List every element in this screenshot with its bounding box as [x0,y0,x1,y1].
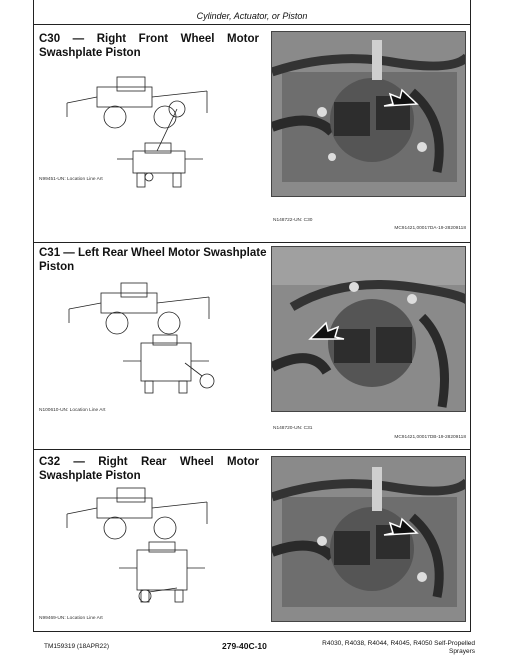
photo-c30 [271,31,466,197]
art-caption: N99469-UN: Location Line Art [39,616,103,621]
page-frame [33,0,471,632]
section-title: C30 — Right Front Wheel Motor Swashplate… [39,33,259,59]
photo-c31 [271,246,466,412]
sprayer-line-art [57,484,227,604]
photo-caption: N148720-UN: C31 [273,426,313,431]
sprayer-line-art [57,73,227,193]
art-caption: N99451-UN: Location Line Art [39,177,103,182]
section-c30: C30 — Right Front Wheel Motor Swashplate… [33,25,471,243]
art-caption: N100610-UN: Location Line Art [39,408,106,413]
section-c32: C32 — Right Rear Wheel Motor Swashplate … [33,450,471,632]
photo-c32 [271,456,466,622]
footer-models: R4030, R4038, R4044, R4045, R4050 Self-P… [322,640,475,647]
section-title: C31 — Left Rear Wheel Motor Swashplate P… [39,247,267,273]
footer-page-number: 279-40C-10 [222,641,267,651]
sprayer-line-art [57,281,227,401]
footer-product: R4030, R4038, R4044, R4045, R4050 Self-P… [317,640,475,656]
section-c31: C31 — Left Rear Wheel Motor Swashplate P… [33,243,471,450]
footer-doc-number: TM159319 (18APR22) [44,643,110,650]
page-header: Cylinder, Actuator, or Piston [33,8,471,25]
doc-id: MC91421,00017DB-19-28209118 [394,435,466,440]
doc-id: MC91421,00017DA-19-28209118 [394,226,466,231]
section-title: C32 — Right Rear Wheel Motor Swashplate … [39,456,259,482]
photo-caption: N148722-UN: C30 [273,218,313,223]
footer-product-name: Sprayers [448,648,475,655]
